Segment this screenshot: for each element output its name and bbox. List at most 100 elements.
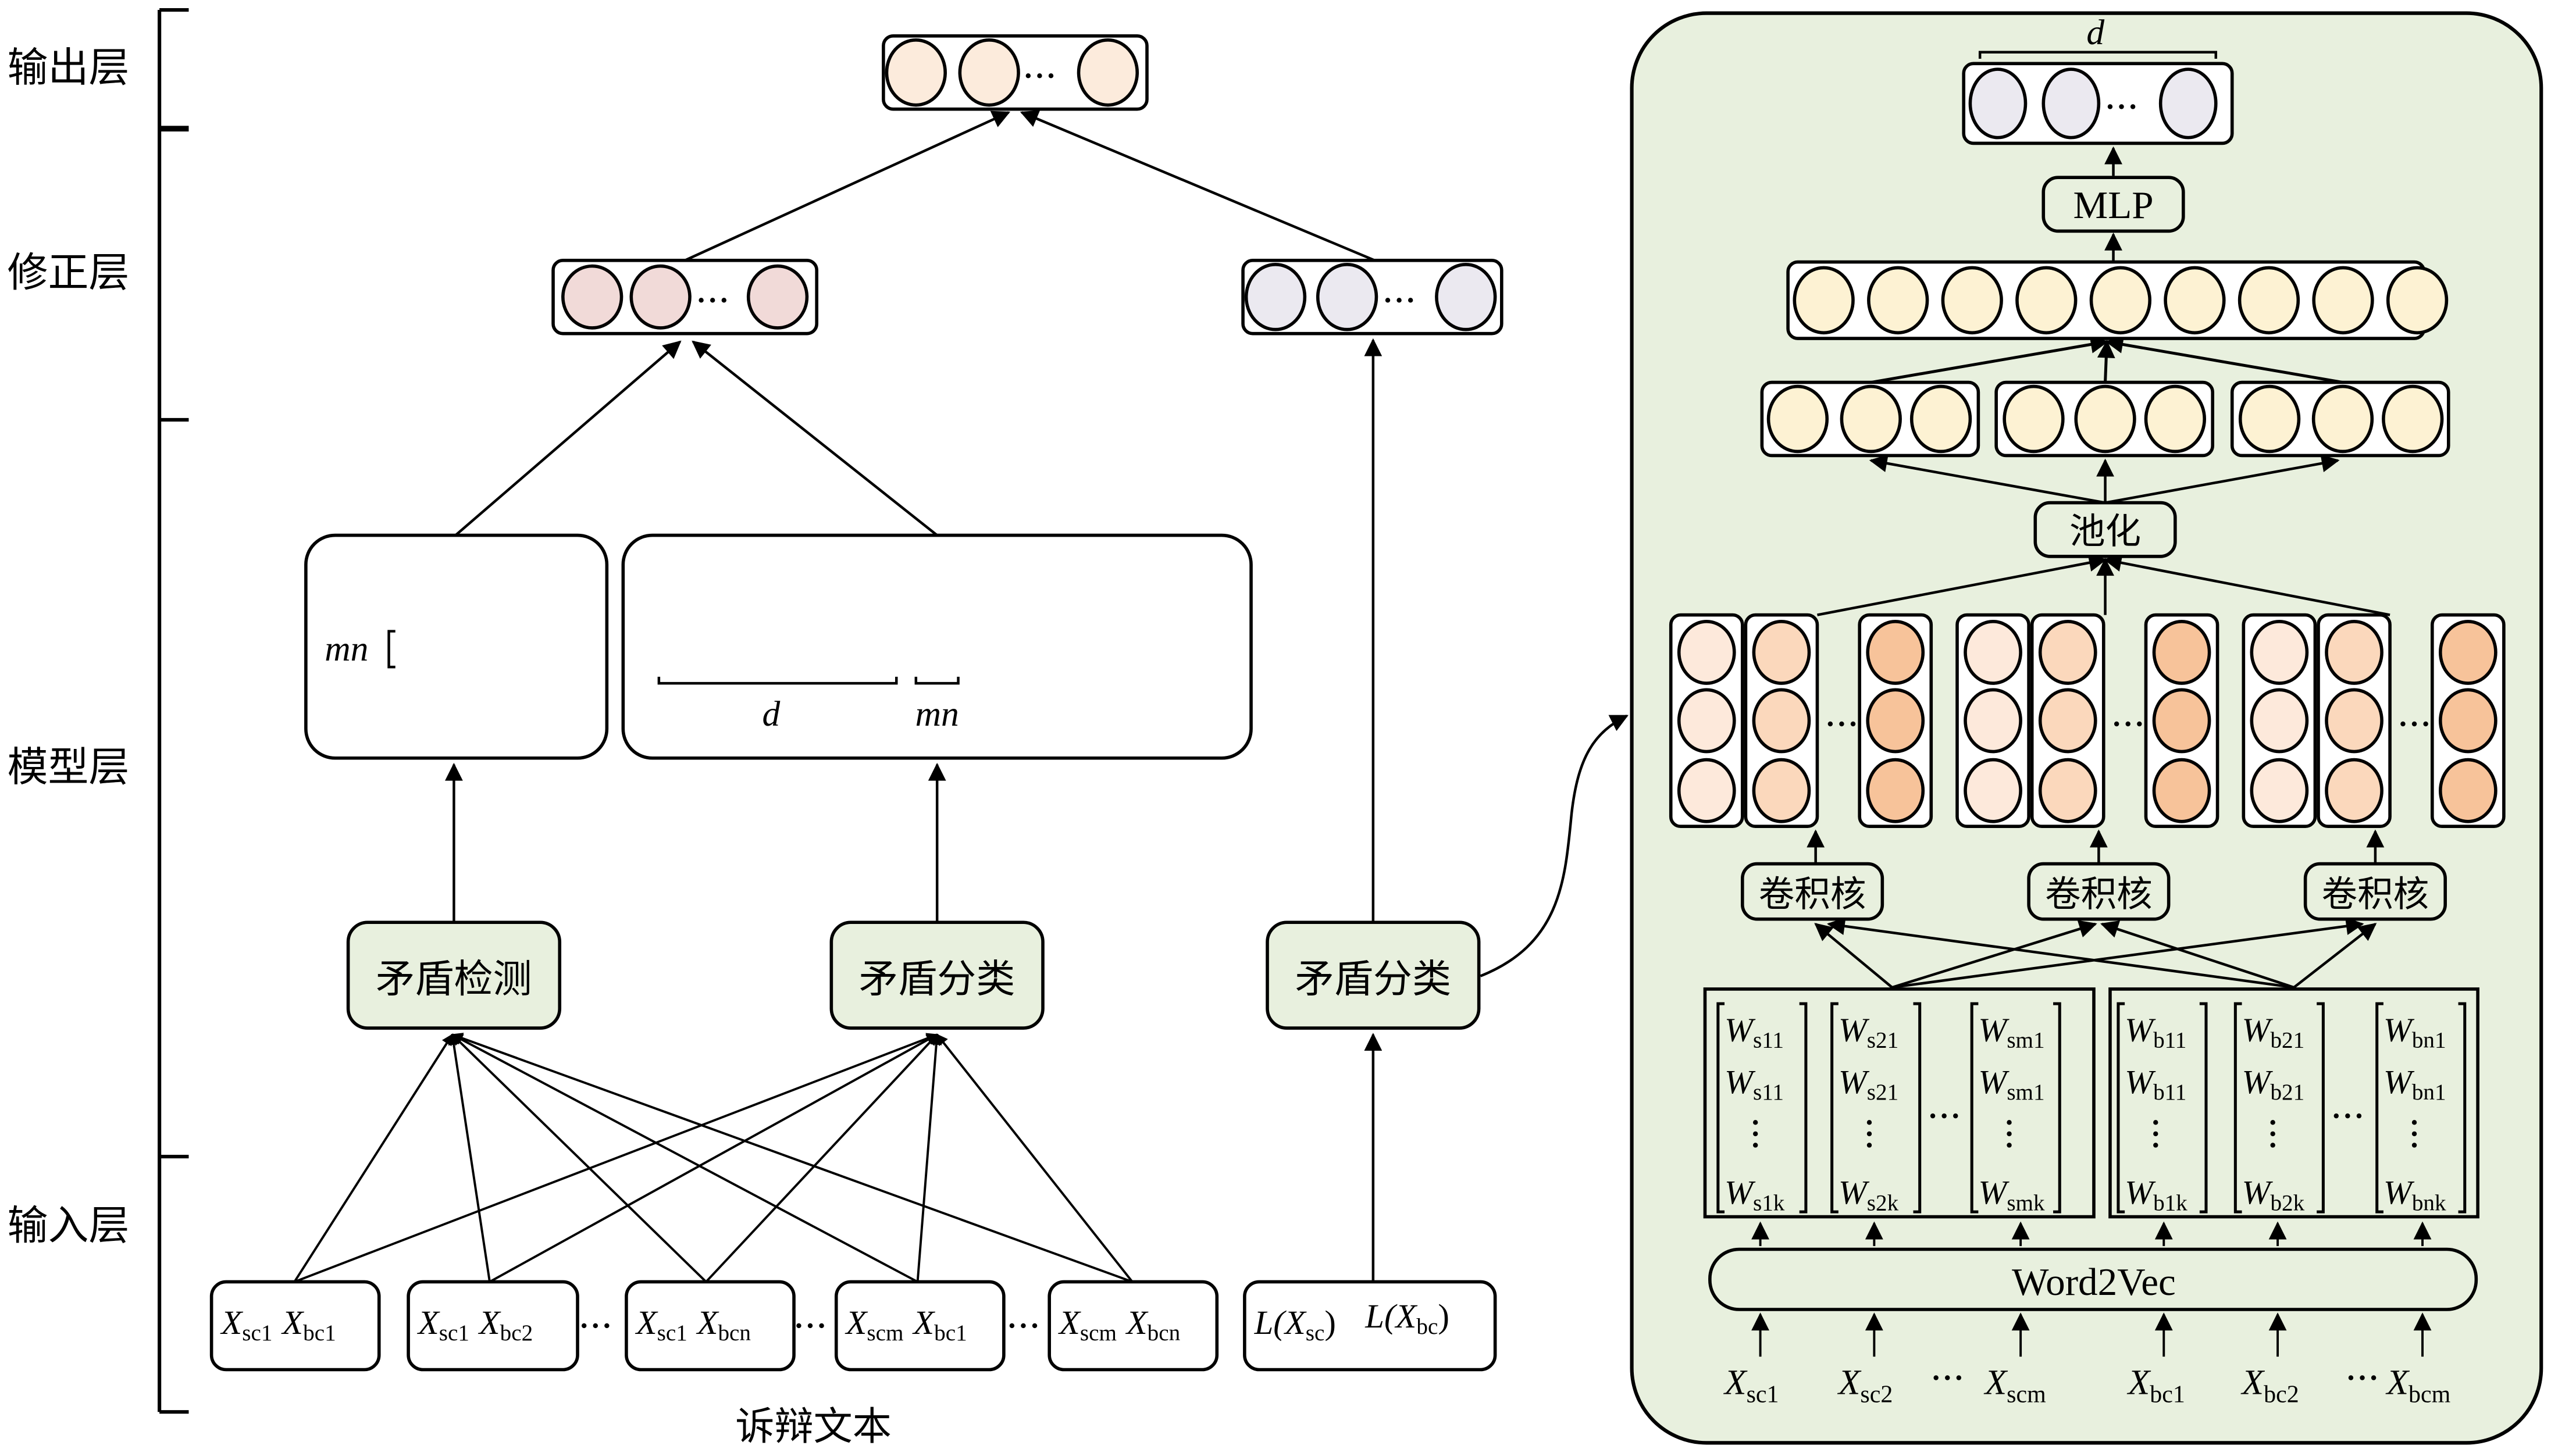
matrix-entry: Ws11 — [1725, 1011, 1784, 1052]
feature-node — [2038, 619, 2097, 685]
feature-node — [2250, 758, 2309, 823]
pooling-to-group-arrow — [2105, 454, 2340, 504]
feature-node — [1677, 688, 1736, 754]
feature-node — [1752, 619, 1811, 685]
d-brace-top-right — [1978, 51, 2218, 59]
ellipsis-dot — [2333, 1113, 2339, 1119]
ellipsis-dot — [1839, 721, 1844, 727]
output-vector — [882, 34, 1149, 111]
detection-module[interactable]: 矛盾检测 — [346, 920, 562, 1030]
classification-to-correction-arrow — [692, 340, 938, 537]
classification-module-right[interactable]: 矛盾分类 — [1266, 920, 1481, 1030]
feature-node — [1677, 758, 1736, 823]
matrix-entry: Wb21 — [2242, 1011, 2305, 1052]
ellipsis-dot — [699, 298, 704, 303]
feature-node — [2438, 619, 2497, 685]
neuron-node — [2312, 266, 2374, 335]
mn-brace — [914, 676, 960, 685]
conv-kernel-1[interactable]: 卷积核 — [1740, 862, 1884, 921]
ellipsis-dot — [2270, 1120, 2275, 1125]
matrix-bracket-right — [1913, 1002, 1922, 1214]
feature-node — [2038, 758, 2097, 823]
neuron-node — [2089, 266, 2152, 335]
pooling-to-group-arrow — [1869, 454, 2105, 504]
input-to-detection-line — [451, 1033, 918, 1283]
ellipsis-dot — [593, 1323, 598, 1329]
feature-node — [2438, 688, 2497, 754]
ellipsis-dot — [2130, 104, 2136, 109]
ellipsis-dot — [2119, 104, 2124, 109]
matrix-entry: Wsm1 — [1978, 1011, 2044, 1052]
input-pair-box — [1048, 1280, 1219, 1372]
label-input-box[interactable]: L(Xsc)L(Xbc) — [1243, 1280, 1497, 1372]
input-to-classification-line — [294, 1033, 939, 1283]
classification-label-right: 矛盾分类 — [1295, 957, 1452, 1002]
ellipsis-dot — [819, 1323, 824, 1329]
ellipsis-dot — [2153, 1143, 2158, 1148]
classification-label-left: 矛盾分类 — [859, 957, 1016, 1002]
neuron-node — [1244, 263, 1307, 331]
d-label-bottom: d — [762, 694, 780, 734]
ellipsis-dot — [2007, 1143, 2012, 1148]
defense-matrix-frame — [2108, 987, 2479, 1219]
neuron-node — [746, 264, 809, 330]
conv-kernel-box — [2303, 862, 2447, 921]
input-pair-box — [834, 1280, 1006, 1372]
pooled-to-concat-arrow — [2105, 336, 2343, 384]
detection-output-container — [304, 533, 609, 760]
neuron-node — [2074, 384, 2136, 454]
ellipsis-dot — [2270, 1131, 2275, 1137]
ellipsis-dot — [1866, 1131, 1872, 1137]
matrix-to-kernel-arrow — [2100, 920, 2295, 989]
matrix-entry: Ws1k — [1725, 1173, 1785, 1215]
ellipsis-dot — [1866, 1143, 1872, 1148]
caption: 诉辩文本 — [735, 1404, 892, 1449]
matrix-entry: Wb21 — [2242, 1063, 2305, 1105]
feature-map-group-3 — [2242, 613, 2506, 829]
matrix-bracket-left — [1970, 1002, 1979, 1214]
neuron-node — [1766, 384, 1829, 454]
mlp-module[interactable]: MLP — [2041, 176, 2185, 233]
word2vec-module[interactable]: Word2Vec — [1708, 1247, 2478, 1311]
neuron-node — [1316, 263, 1378, 331]
conv-kernel-label: 卷积核 — [2322, 873, 2429, 915]
source-matrix-frame — [1703, 987, 2096, 1219]
matrix-to-kernel-arrow — [1891, 917, 2364, 989]
ellipsis-dot — [1866, 1120, 1872, 1125]
matrix-to-kernel-arrow — [1826, 917, 2295, 989]
feature-node — [2438, 758, 2497, 823]
feature-node — [1964, 688, 2022, 754]
mn-bracket — [387, 630, 396, 669]
word-input-3: Xscm — [1983, 1362, 2046, 1408]
feature-node — [1677, 619, 1736, 685]
ellipsis-dot — [1945, 1375, 1950, 1380]
ellipsis-dot — [2411, 1131, 2417, 1137]
matrix-bracket-left — [2117, 1002, 2125, 1214]
matrix-to-kernel-arrow — [2293, 923, 2377, 988]
feature-node — [2038, 688, 2097, 754]
feature-node — [2250, 688, 2309, 754]
classification-module-left[interactable]: 矛盾分类 — [829, 920, 1045, 1030]
matrix-entry: Wb11 — [2125, 1063, 2186, 1105]
neuron-node — [1077, 38, 1139, 107]
layer-label-correction: 修正层 — [8, 249, 130, 297]
ellipsis-dot — [1385, 298, 1391, 303]
conv-kernel-2[interactable]: 卷积核 — [2027, 862, 2171, 921]
ellipsis-dot — [1752, 1131, 1758, 1137]
ellipsis-dot — [2345, 1113, 2350, 1119]
matrix-entry: Wsm1 — [1978, 1063, 2044, 1105]
mlp-label: MLP — [2073, 183, 2154, 227]
conv-kernel-3[interactable]: 卷积核 — [2303, 862, 2447, 921]
pooling-module[interactable]: 池化 — [2033, 501, 2177, 558]
neuron-node — [2238, 266, 2300, 335]
neuron-node — [1968, 67, 2028, 140]
